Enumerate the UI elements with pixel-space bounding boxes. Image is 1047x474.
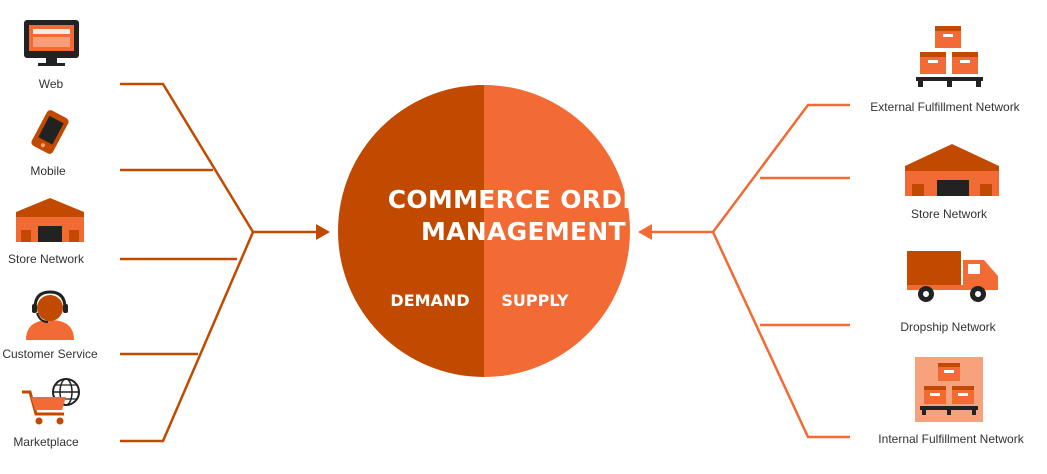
demand-label-web: Web	[38, 77, 64, 91]
supply-label-store-network: Store Network	[910, 207, 988, 221]
store-icon	[16, 198, 84, 242]
supply-label-dropship: Dropship Network	[900, 320, 996, 334]
demand-label-customer-service: Customer Service	[2, 347, 98, 361]
demand-half-circle	[338, 85, 484, 377]
mobile-phone-icon	[31, 110, 69, 154]
connector-internal-fulfillment	[711, 231, 850, 439]
connector-marketplace	[120, 231, 255, 443]
demand-label-mobile: Mobile	[30, 164, 66, 178]
demand-connectors	[120, 82, 318, 443]
supply-label: SUPPLY	[501, 291, 569, 310]
demand-label-marketplace: Marketplace	[13, 435, 79, 449]
truck-icon	[907, 251, 998, 302]
supply-label-external-fulfillment: External Fulfillment Network	[870, 100, 1020, 114]
warehouse-boxes-icon	[915, 357, 983, 422]
cart-globe-icon	[22, 378, 80, 425]
supply-label-internal-fulfillment: Internal Fulfillment Network	[878, 432, 1024, 446]
demand-label: DEMAND	[390, 291, 470, 310]
connector-external-fulfillment	[711, 103, 850, 233]
connector-web	[120, 82, 255, 233]
supply-half-circle	[484, 85, 630, 377]
demand-arrowhead	[316, 224, 330, 240]
center-title-line-1: COMMERCE ORDER	[387, 185, 660, 214]
store-icon	[905, 144, 999, 196]
supply-arrowhead	[638, 224, 652, 240]
center-title-line-2: MANAGEMENT	[420, 217, 627, 246]
headset-agent-icon	[26, 290, 74, 340]
monitor-icon	[24, 20, 79, 66]
boxes-on-pallet-icon	[916, 26, 983, 87]
demand-label-store-network: Store Network	[7, 252, 85, 266]
supply-connectors	[650, 103, 850, 439]
